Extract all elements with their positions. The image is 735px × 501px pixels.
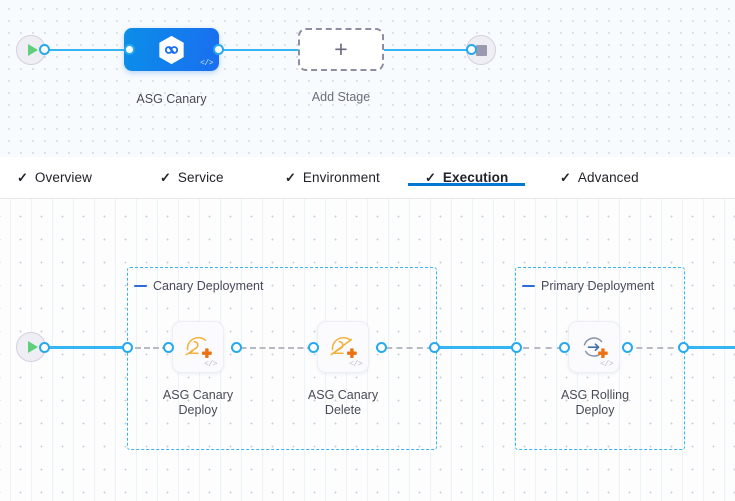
group-label-canary-deployment[interactable]: Canary Deployment	[134, 279, 263, 293]
step-node-asg-canary-delete[interactable]: </>	[317, 321, 369, 373]
connector-group1-to-group2	[436, 346, 520, 349]
port-asg-canary-out[interactable]	[213, 44, 224, 55]
tab-overview[interactable]: ✓ Overview	[17, 170, 92, 185]
play-icon	[27, 44, 38, 56]
play-icon	[27, 341, 38, 353]
connector-add-stage-to-end	[382, 48, 472, 51]
port-group1-boundary-out[interactable]	[429, 342, 440, 353]
check-icon: ✓	[160, 170, 171, 185]
tab-advanced-label: Advanced	[577, 170, 639, 185]
asg-canary-delete-icon	[330, 336, 357, 358]
step-label-line2: Deploy	[575, 403, 615, 417]
connector-group2-exit	[626, 347, 684, 349]
port-asg-canary-delete-in[interactable]	[308, 342, 319, 353]
stage-config-tabs[interactable]: ✓ Overview ✓ Service ✓ Environment ✓ Exe…	[0, 157, 735, 199]
step-label-asg-rolling-deploy: ASG Rolling Deploy	[535, 388, 655, 418]
step-code-badge: </>	[204, 360, 217, 369]
stage-code-badge: </>	[200, 59, 213, 68]
asg-rolling-deploy-icon	[583, 337, 608, 358]
tab-advanced[interactable]: ✓ Advanced	[560, 170, 639, 185]
tab-execution[interactable]: ✓ Execution	[407, 170, 526, 186]
connector-start-to-asg-canary	[40, 48, 130, 51]
port-exec-start-out[interactable]	[39, 342, 50, 353]
tab-environment[interactable]: ✓ Environment	[285, 170, 380, 185]
connector-asg-canary-to-add-stage	[213, 48, 305, 51]
step-node-asg-rolling-deploy[interactable]: </>	[568, 321, 620, 373]
step-label-line1: ASG Canary	[307, 388, 379, 402]
asg-canary-deploy-icon	[185, 336, 212, 358]
step-label-line2: Deploy	[178, 403, 218, 417]
group-label-canary-deployment-text: Canary Deployment	[153, 279, 264, 293]
tab-overview-label: Overview	[34, 170, 92, 185]
tab-service-label: Service	[177, 170, 224, 185]
step-group-canary-deployment[interactable]	[127, 267, 437, 450]
check-icon: ✓	[425, 170, 436, 185]
port-asg-canary-delete-out[interactable]	[376, 342, 387, 353]
step-code-badge: </>	[349, 360, 362, 369]
connector-group2-to-next	[687, 346, 735, 349]
step-label-line1: ASG Rolling	[560, 388, 630, 402]
add-stage-button[interactable]: +	[298, 28, 384, 71]
step-label-line2: Delete	[324, 403, 362, 417]
stage-node-asg-canary[interactable]: </>	[124, 28, 219, 71]
connector-group1-entry	[135, 347, 168, 349]
port-group1-boundary-in[interactable]	[122, 342, 133, 353]
group-label-primary-deployment[interactable]: Primary Deployment	[522, 279, 654, 293]
port-start-out[interactable]	[39, 44, 50, 55]
add-stage-label: Add Stage	[311, 90, 371, 104]
stage-graph-canvas[interactable]: </> ASG Canary + Add Stage	[0, 0, 735, 157]
port-asg-canary-deploy-in[interactable]	[163, 342, 174, 353]
tab-environment-label: Environment	[302, 170, 380, 185]
collapse-toggle-icon[interactable]	[522, 284, 535, 288]
collapse-toggle-icon[interactable]	[134, 284, 147, 288]
step-label-line1: ASG Canary	[162, 388, 234, 402]
port-asg-canary-in[interactable]	[124, 44, 135, 55]
stop-icon	[475, 44, 487, 56]
execution-graph-canvas[interactable]: Canary Deployment Primary Deployment	[0, 199, 735, 501]
port-asg-rolling-deploy-in[interactable]	[559, 342, 570, 353]
step-node-asg-canary-deploy[interactable]: </>	[172, 321, 224, 373]
connector-group1-exit	[376, 347, 433, 349]
port-end-in[interactable]	[466, 44, 477, 55]
group-label-primary-deployment-text: Primary Deployment	[541, 279, 655, 293]
tab-execution-label: Execution	[442, 170, 509, 185]
check-icon: ✓	[17, 170, 28, 185]
connector-deploy-to-delete	[231, 347, 313, 349]
connector-group2-entry	[523, 347, 563, 349]
check-icon: ✓	[285, 170, 296, 185]
stage-label-asg-canary: ASG Canary	[136, 92, 207, 106]
connector-start-to-group1	[40, 346, 132, 349]
step-code-badge: </>	[600, 360, 613, 369]
step-group-primary-deployment[interactable]	[515, 267, 685, 450]
port-asg-rolling-deploy-out[interactable]	[622, 342, 633, 353]
check-icon: ✓	[560, 170, 571, 185]
port-group2-boundary-out[interactable]	[678, 342, 689, 353]
port-asg-canary-deploy-out[interactable]	[231, 342, 242, 353]
tab-service[interactable]: ✓ Service	[160, 170, 224, 185]
plus-icon: +	[334, 36, 348, 62]
step-label-asg-canary-deploy: ASG Canary Deploy	[138, 388, 258, 418]
step-label-asg-canary-delete: ASG Canary Delete	[283, 388, 403, 418]
harness-hexagon-infinity-icon	[159, 35, 184, 64]
port-group2-boundary-in[interactable]	[511, 342, 522, 353]
